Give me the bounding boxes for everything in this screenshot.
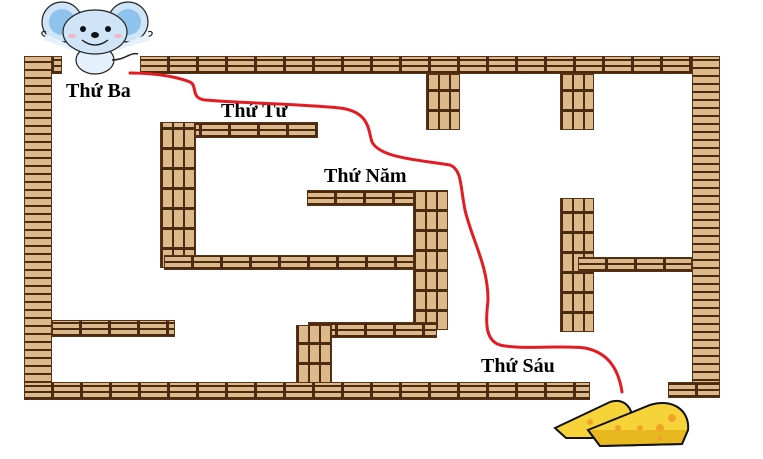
label-thu-nam: Thứ Năm	[324, 165, 407, 187]
wall-top-pillar-1	[426, 74, 460, 130]
label-thu-sau: Thứ Sáu	[481, 355, 555, 377]
wall-left-stub	[52, 320, 175, 337]
wall-top-pillar-2	[560, 74, 594, 130]
wall-right	[692, 56, 720, 398]
wall-thu-nam-vertical	[413, 190, 448, 330]
label-thu-ba: Thứ Ba	[66, 80, 131, 102]
wall-lower-pillar	[296, 325, 332, 383]
wall-bottom-right-stub	[668, 382, 720, 398]
wall-inner-left-vertical	[160, 122, 196, 268]
wall-right-horizontal	[578, 257, 692, 272]
solution-path	[128, 71, 624, 394]
label-thu-tu: Thứ Tư	[221, 100, 288, 122]
wall-left	[24, 56, 52, 400]
mouse-icon	[41, 1, 153, 75]
cheese-icon	[553, 399, 690, 448]
